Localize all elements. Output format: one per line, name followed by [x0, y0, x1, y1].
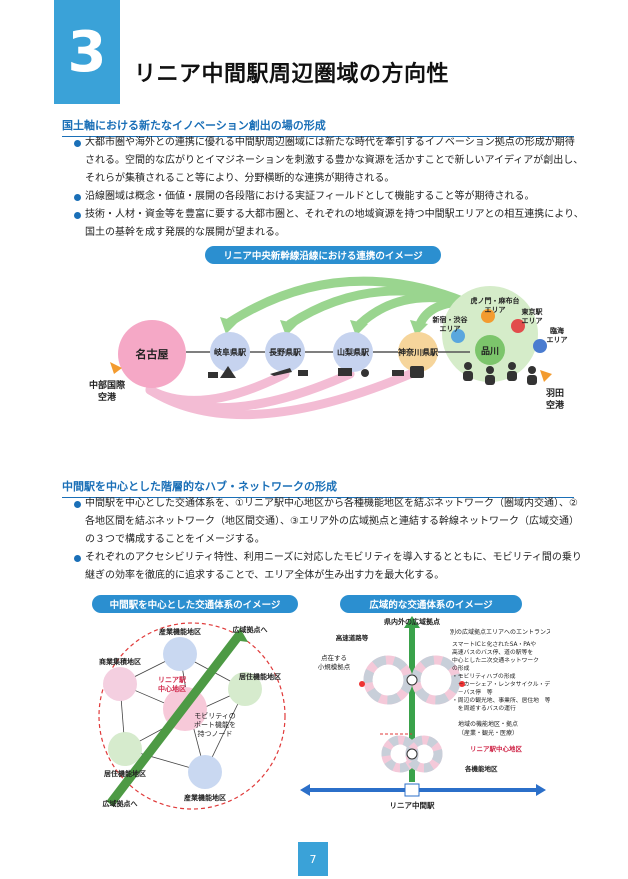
station-label-yamanashi: 山梨県駅 [337, 347, 370, 357]
mobility-list-line: 中心とした二次交通ネットワーク [452, 656, 539, 664]
station-circle [210, 332, 250, 372]
label-mobility-node: 持つノード [198, 729, 233, 738]
airport-arrow-icon [540, 370, 552, 382]
label-local-hub: （産業・観光・医療） [458, 729, 518, 737]
shinagawa-area-bg [442, 286, 538, 382]
area-label-rinkai: エリア [547, 336, 568, 344]
mobility-list: スマートICと化されたSA・PAや 高速バスのバス停、道の駅等を 中心とした二次… [452, 640, 550, 712]
label-outside-hub: 県内外の広域拠点 [384, 617, 440, 626]
diagram-title-pill: リニア中央新幹線沿線における連携のイメージ [205, 246, 441, 264]
bullet-item: 中間駅を中心とした交通体系を、①リニア駅中心地区から各種機能地区を結ぶネットワー… [74, 495, 584, 549]
area-label-tokyo: 東京駅 [522, 307, 544, 316]
bullet-item: それぞれのアクセシビリティ特性、利用ニーズに対応したモビリティを導入するとともに… [74, 549, 584, 585]
bullet-item: 大都市圏や海外との連携に優れる中間駅周辺圏域には新たな時代を牽引するイノベーショ… [74, 134, 584, 188]
chapter-number: 3 [54, 0, 120, 104]
station-label-nagano: 長野県駅 [269, 347, 302, 357]
local-transport-diagram: 産業機能地区 広域拠点へ 商業集積地区 居住機能地区 リニア駅 中心地区 モビリ… [98, 622, 286, 810]
area-label-shinjuku: エリア [440, 325, 461, 333]
mobility-list-line: －バス停 等 [452, 688, 493, 696]
label-residential-right: 居住機能地区 [239, 672, 281, 681]
left-diagram-title-pill: 中間駅を中心とした交通体系のイメージ [92, 595, 298, 613]
right-diagram-title-pill: 広域的な交通体系のイメージ [340, 595, 522, 613]
shinagawa-circle [475, 335, 505, 365]
label-linear-center: リニア駅中心地区 [470, 744, 523, 753]
section-heading-innovation: 国土軸における新たなイノベーション創出の場の形成 [62, 117, 574, 137]
chapter-title: リニア中間駅周辺圏域の方向性 [134, 62, 450, 87]
label-each-district: 各機能地区 [464, 764, 498, 773]
bullet-item: 技術・人材・資金等を豊富に要する大都市圏と、それぞれの地域資源を持つ中間駅エリア… [74, 206, 584, 242]
station-circle [265, 332, 305, 372]
shinagawa-label: 品川 [481, 346, 499, 357]
wide-transport-diagram: 県内外の広域拠点 高速道路等 点在する 小規模拠点 別の広域拠点エリアへのエント… [300, 616, 550, 810]
station-label-kanagawa: 神奈川県駅 [398, 347, 439, 357]
pink-arrows [145, 367, 420, 420]
mobility-list-line: の形成 [452, 664, 470, 672]
haneda-airport-label: 羽田 [546, 388, 564, 399]
label-industry-bottom: 産業機能地区 [184, 793, 226, 802]
people-icons [463, 362, 537, 385]
airport-arrow-icon [110, 362, 122, 374]
area-label-toranomon: エリア [485, 306, 506, 314]
bullet-item: 沿線圏域は概念・価値・展開の各段階における実証フィールドとして機能すること等が期… [74, 188, 584, 206]
area-label-rinkai: 臨海 [550, 326, 564, 335]
trunk-line [106, 631, 244, 807]
haneda-airport-label: 空港 [546, 399, 565, 411]
label-small-hub: 小規模拠点 [318, 662, 351, 671]
label-residential-left: 居住機能地区 [104, 769, 146, 778]
label-industry-top: 産業機能地区 [159, 627, 201, 636]
linear-corridor-diagram: 名古屋 岐阜県駅 長野県駅 山梨県駅 神奈川県駅 品川 虎ノ門・麻布台 エリア … [89, 276, 568, 420]
station-label-gifu: 岐阜県駅 [214, 347, 247, 357]
label-local-hub: 地域の機能地区・拠点 [458, 720, 518, 728]
area-label-shinjuku: 新宿・渋谷 [433, 315, 469, 324]
label-commercial: 商業集積地区 [99, 657, 141, 666]
label-linear-station: リニア中間駅 [390, 800, 435, 810]
label-linear-center: リニア駅 [158, 675, 187, 684]
mobility-list-line: ・モビリティハブの形成 [452, 672, 516, 680]
mobility-list-line: を周遊するバスの運行 [452, 704, 516, 712]
section2-bullet-list: 中間駅を中心とした交通体系を、①リニア駅中心地区から各種機能地区を結ぶネットワー… [74, 495, 584, 585]
mobility-list-line: スマートICと化されたSA・PAや [452, 640, 536, 648]
chubu-airport-label: 中部国際 [89, 379, 126, 391]
green-arrows [225, 276, 470, 329]
nagoya-circle [118, 320, 186, 388]
label-linear-center: 中心地区 [158, 684, 186, 693]
area-label-toranomon: 虎ノ門・麻布台 [471, 296, 520, 305]
mobility-list-line: ・周辺の観光地、事業所、居住地 等 [452, 696, 550, 704]
regional-resource-icons [208, 366, 424, 378]
station-circle [333, 332, 373, 372]
label-mobility-node: モビリティの [194, 711, 236, 720]
section-heading-hub-network: 中間駅を中心とした階層的なハブ・ネットワークの形成 [62, 478, 574, 498]
label-mobility-node: ポート機能を [194, 720, 236, 729]
mobility-list-line: －カーシェア・レンタサイクル・デポ [452, 680, 550, 688]
label-expressway: 高速道路等 [336, 633, 369, 642]
nagoya-label: 名古屋 [136, 347, 169, 361]
mobility-list-line: 高速バスのバス停、道の駅等を [452, 648, 533, 656]
label-wide-bottom: 広域拠点へ [103, 799, 138, 808]
section1-bullet-list: 大都市圏や海外との連携に優れる中間駅周辺圏域には新たな時代を牽引するイノベーショ… [74, 134, 584, 242]
label-entrance: 別の広域拠点エリアへのエントランス [450, 628, 550, 636]
area-boundary [98, 622, 286, 810]
station-circle [398, 332, 438, 372]
area-label-tokyo: エリア [522, 317, 543, 325]
label-wide-top: 広域拠点へ [233, 625, 268, 634]
page-number: 7 [298, 842, 328, 876]
label-small-hub: 点在する [321, 653, 347, 662]
chubu-airport-label: 空港 [98, 391, 117, 403]
